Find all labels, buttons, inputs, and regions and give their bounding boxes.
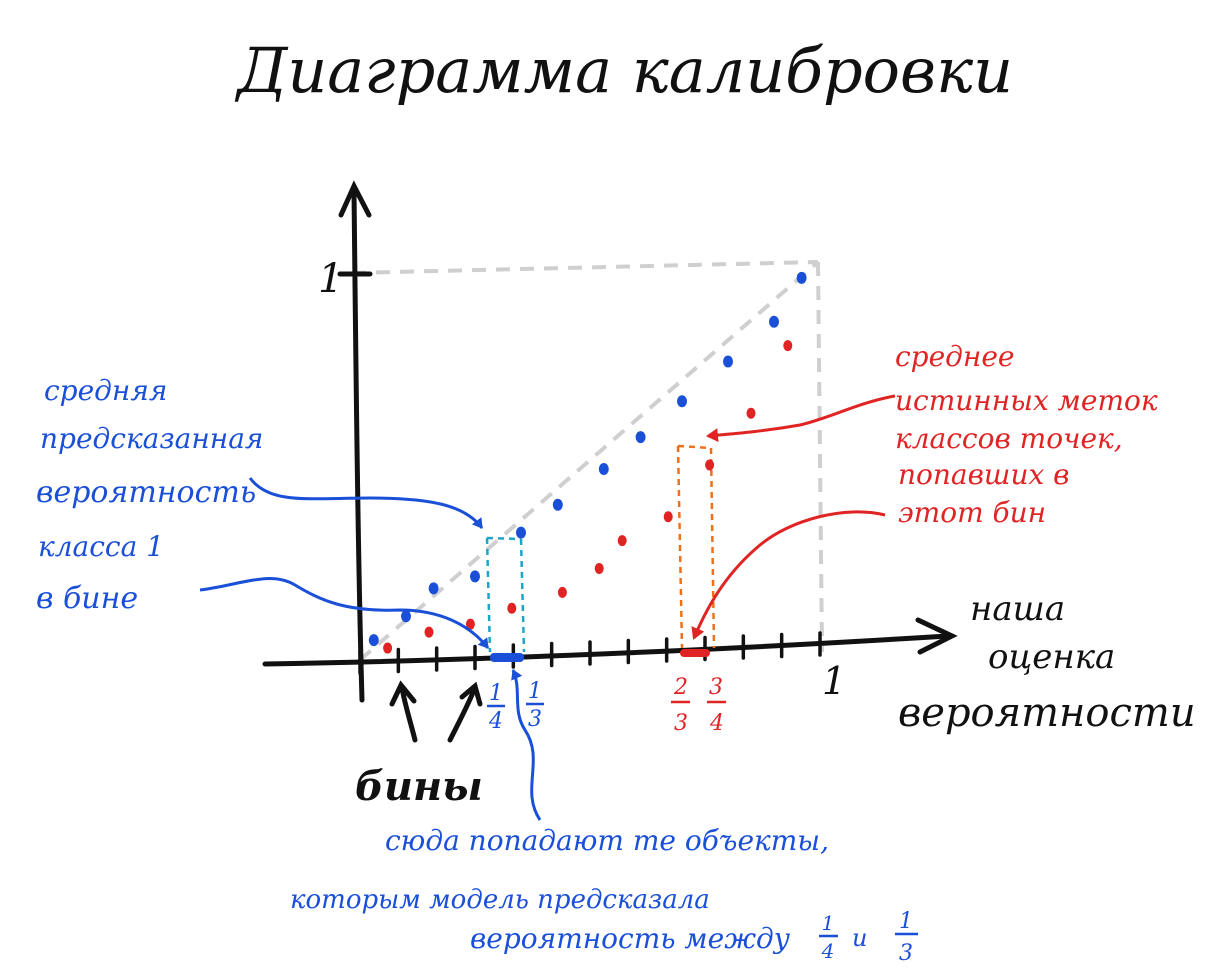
red-point [617, 535, 627, 547]
red-bin-right [709, 447, 716, 649]
left-blue-annotation: средняя предсказанная вероятность класса… [36, 374, 263, 616]
blue-bin-right [519, 538, 526, 653]
red-point [465, 618, 475, 630]
tick-label-three-quarters-num: 3 [709, 675, 723, 700]
reference-lines [351, 260, 824, 662]
x-axis-one-label: 1 [822, 659, 846, 703]
arrow-to-bin-accuracy [706, 394, 896, 443]
diagram-title: Диаграмма калибровки [234, 34, 1013, 107]
left-annotation-line-3: вероятность [36, 475, 256, 510]
bottom-frac-b-num: 1 [899, 909, 913, 934]
red-point [594, 562, 604, 574]
tick-label-quarter-num: 1 [489, 681, 503, 706]
red-tick-labels: 2 3 3 4 [671, 675, 726, 736]
right-annotation-line-2: истинных меток [895, 384, 1158, 417]
blue-point [470, 570, 480, 583]
top-guide-line [351, 260, 819, 275]
arrow-to-red-bin [691, 510, 886, 640]
tick-label-third-num: 1 [528, 679, 542, 704]
tick-label-two-thirds-den: 3 [674, 711, 688, 736]
left-annotation-line-5: в бине [36, 581, 138, 616]
blue-point [552, 498, 563, 511]
blue-point [723, 355, 733, 368]
bottom-annotation-line-2: которым модель предсказала [290, 885, 710, 915]
right-annotation-line-3: классов точек, [895, 422, 1123, 455]
red-bin-left [676, 445, 684, 649]
left-annotation-line-1: средняя [44, 374, 167, 407]
right-annotation-line-1: среднее [895, 340, 1015, 373]
right-red-annotation: среднее истинных меток классов точек, по… [895, 340, 1158, 529]
blue-point [516, 526, 526, 539]
red-point [557, 586, 567, 598]
blue-bin-box [485, 536, 526, 653]
bottom-conj: и [852, 924, 867, 952]
red-point [383, 642, 393, 654]
blue-points [368, 271, 807, 647]
bottom-annotation-line-3: вероятность между [470, 922, 791, 955]
bins-arrow-1 [399, 685, 418, 743]
red-bin-highlight [680, 649, 710, 657]
x-axis-label-line-3: вероятности [898, 690, 1196, 736]
arrow-from-bottom-note [511, 669, 542, 821]
red-point [705, 459, 715, 471]
red-point [746, 407, 756, 419]
bottom-blue-annotation: сюда попадают те объекты, которым модель… [290, 824, 918, 966]
bins-arrow-2 [447, 687, 477, 743]
red-bin-box [676, 444, 716, 649]
blue-point [635, 431, 646, 444]
bins-arrow-1-head [389, 680, 417, 707]
blue-point [368, 634, 379, 647]
red-bin-top [677, 444, 712, 450]
blue-bin-highlight [490, 653, 524, 662]
bottom-frac-b-den: 3 [899, 941, 913, 966]
y-axis [351, 187, 365, 703]
blue-point [677, 395, 687, 408]
right-guide-line [816, 261, 824, 653]
blue-point [598, 462, 609, 475]
x-axis [262, 633, 951, 667]
bottom-frac-a-den: 4 [821, 939, 835, 963]
bottom-annotation-line-1: сюда попадают те объекты, [385, 824, 829, 857]
bins-arrow-2-head [459, 681, 483, 707]
bins-label: бины [355, 763, 483, 810]
blue-bin-left [485, 537, 492, 653]
tick-label-third-den: 3 [528, 707, 542, 732]
x-axis-label-line-1: наша [970, 589, 1065, 629]
right-annotation-line-5: этот бин [898, 496, 1046, 529]
blue-bin-top [486, 536, 522, 541]
x-axis-label-line-2: оценка [988, 637, 1115, 677]
arrow-to-bin-mean-confidence [248, 477, 484, 529]
left-annotation-line-2: предсказанная [40, 422, 263, 455]
blue-point [401, 610, 411, 623]
tick-label-three-quarters-den: 4 [709, 711, 724, 736]
tick-label-two-thirds-num: 2 [673, 675, 688, 700]
x-axis-ticks [358, 631, 822, 675]
arrow-to-blue-bin [199, 577, 490, 649]
right-annotation-line-4: попавших в [898, 458, 1069, 491]
blue-point [428, 582, 439, 595]
red-points [383, 340, 793, 654]
y-axis-arrowhead [338, 180, 372, 218]
tick-label-quarter-den: 4 [488, 709, 503, 734]
left-annotation-line-4: класса 1 [38, 530, 164, 563]
axes [262, 180, 958, 703]
y-axis-one-label: 1 [318, 256, 343, 302]
perfect-calibration-diagonal [358, 260, 820, 662]
x-axis-arrowhead [915, 617, 958, 655]
red-point [783, 340, 793, 352]
red-point [424, 626, 434, 638]
bins-arrows [389, 680, 483, 743]
blue-point [796, 271, 807, 284]
x-axis-label: наша оценка вероятности [898, 589, 1196, 736]
blue-tick-labels: 1 4 1 3 [487, 679, 544, 734]
red-point [663, 511, 673, 523]
blue-point [769, 315, 779, 328]
red-point [507, 602, 517, 614]
bottom-frac-a-num: 1 [822, 911, 835, 935]
